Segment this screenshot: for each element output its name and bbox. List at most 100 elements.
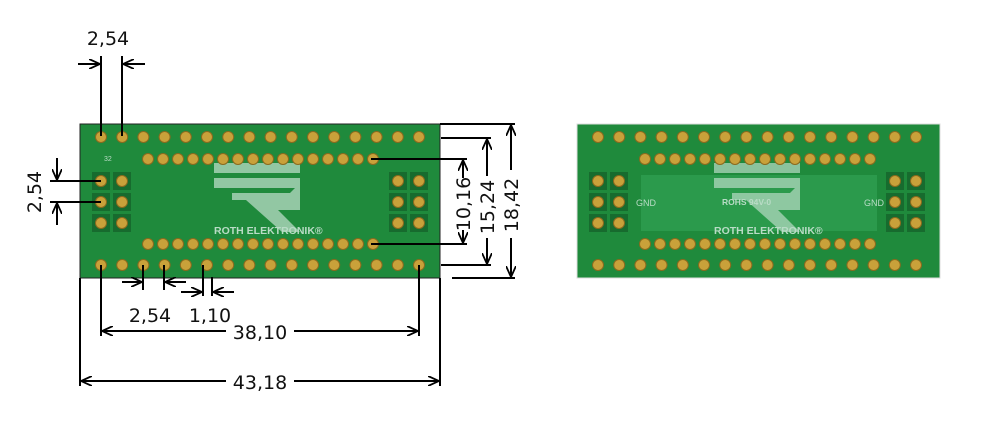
solder-pad [307, 153, 319, 165]
solder-pad [328, 131, 341, 143]
solder-pad [889, 196, 901, 208]
solder-pad [825, 131, 838, 143]
solder-pad [328, 259, 341, 271]
solder-pad [349, 131, 362, 143]
solder-pad [782, 259, 795, 271]
solder-pad [744, 153, 756, 165]
solder-pad [910, 196, 922, 208]
dim-label: 2,54 [129, 305, 171, 327]
solder-pad [834, 238, 846, 250]
solder-pad [277, 153, 289, 165]
solder-pad [655, 131, 668, 143]
solder-pad [634, 259, 647, 271]
dimension-row-span: 38,10 [100, 265, 420, 344]
solder-pad [337, 238, 349, 250]
solder-pad [322, 153, 334, 165]
solder-pad [774, 238, 786, 250]
solder-pad [187, 153, 199, 165]
solder-pad [262, 153, 274, 165]
solder-pad [187, 238, 199, 250]
dim-label: 18,42 [501, 178, 523, 232]
solder-pad [349, 259, 362, 271]
solder-pad [157, 238, 169, 250]
solder-pad [116, 259, 129, 271]
solder-pad [392, 196, 404, 208]
solder-pad [825, 259, 838, 271]
solder-pad [910, 131, 922, 143]
solder-pad [819, 238, 831, 250]
solder-pad [613, 259, 626, 271]
solder-pad [337, 153, 349, 165]
solder-pad [217, 238, 229, 250]
solder-pad [714, 153, 726, 165]
solder-pad [285, 131, 298, 143]
solder-pad [247, 153, 259, 165]
solder-pad [172, 153, 184, 165]
solder-pad [864, 153, 876, 165]
solder-pad [804, 131, 816, 143]
solder-pad [698, 131, 710, 143]
solder-pad [774, 153, 786, 165]
dimension-inner-rows: 10,16 [371, 158, 475, 245]
brand-label: ROTH ELEKTRONIK® [714, 225, 823, 237]
solder-pad [613, 196, 625, 208]
solder-pad [867, 131, 880, 143]
solder-pad [761, 259, 774, 271]
solder-pad [592, 131, 604, 143]
dimension-outer-rows: 15,24 [441, 137, 499, 266]
solder-pad [277, 238, 289, 250]
solder-pad [292, 238, 304, 250]
solder-pad [740, 131, 753, 143]
logo [714, 163, 800, 232]
solder-pad [804, 238, 816, 250]
solder-pad [613, 175, 625, 187]
solder-pad [714, 238, 726, 250]
solder-pad [910, 259, 922, 271]
solder-pad [849, 153, 861, 165]
solder-pad [352, 153, 364, 165]
dim-label: 15,24 [477, 180, 499, 234]
solder-pad [655, 259, 668, 271]
solder-pad [834, 153, 846, 165]
solder-pad [613, 131, 626, 143]
solder-pad [179, 131, 192, 143]
solder-pad [201, 131, 213, 143]
solder-pad [413, 131, 425, 143]
solder-pad [142, 238, 154, 250]
solder-pad [867, 259, 880, 271]
solder-pad [759, 153, 771, 165]
dim-label: 2,54 [24, 171, 46, 213]
solder-pad [116, 196, 128, 208]
solder-pad [157, 153, 169, 165]
solder-pad [95, 217, 107, 229]
solder-pad [322, 238, 334, 250]
solder-pad [910, 217, 922, 229]
solder-pad [137, 131, 150, 143]
solder-pad [264, 259, 277, 271]
solder-pad [654, 153, 666, 165]
solder-pad [413, 217, 425, 229]
solder-pad [202, 153, 214, 165]
dim-label: 43,18 [233, 372, 287, 394]
solder-pad [307, 131, 319, 143]
solder-pad [391, 131, 404, 143]
solder-pad [684, 153, 696, 165]
solder-pad [740, 259, 753, 271]
solder-pad [699, 153, 711, 165]
solder-pad [592, 196, 604, 208]
solder-pad [759, 238, 771, 250]
solder-pad [849, 238, 861, 250]
solder-pad [262, 238, 274, 250]
solder-pad [307, 238, 319, 250]
solder-pad [639, 153, 651, 165]
solder-pad [264, 131, 277, 143]
solder-pad [910, 175, 922, 187]
solder-pad [247, 238, 259, 250]
solder-pad [889, 217, 901, 229]
solder-pad [819, 153, 831, 165]
front-board: 32 ROTH ELEKTRONIK® [79, 123, 441, 279]
solder-pad [243, 131, 256, 143]
solder-pad [846, 259, 859, 271]
solder-pad [142, 153, 154, 165]
